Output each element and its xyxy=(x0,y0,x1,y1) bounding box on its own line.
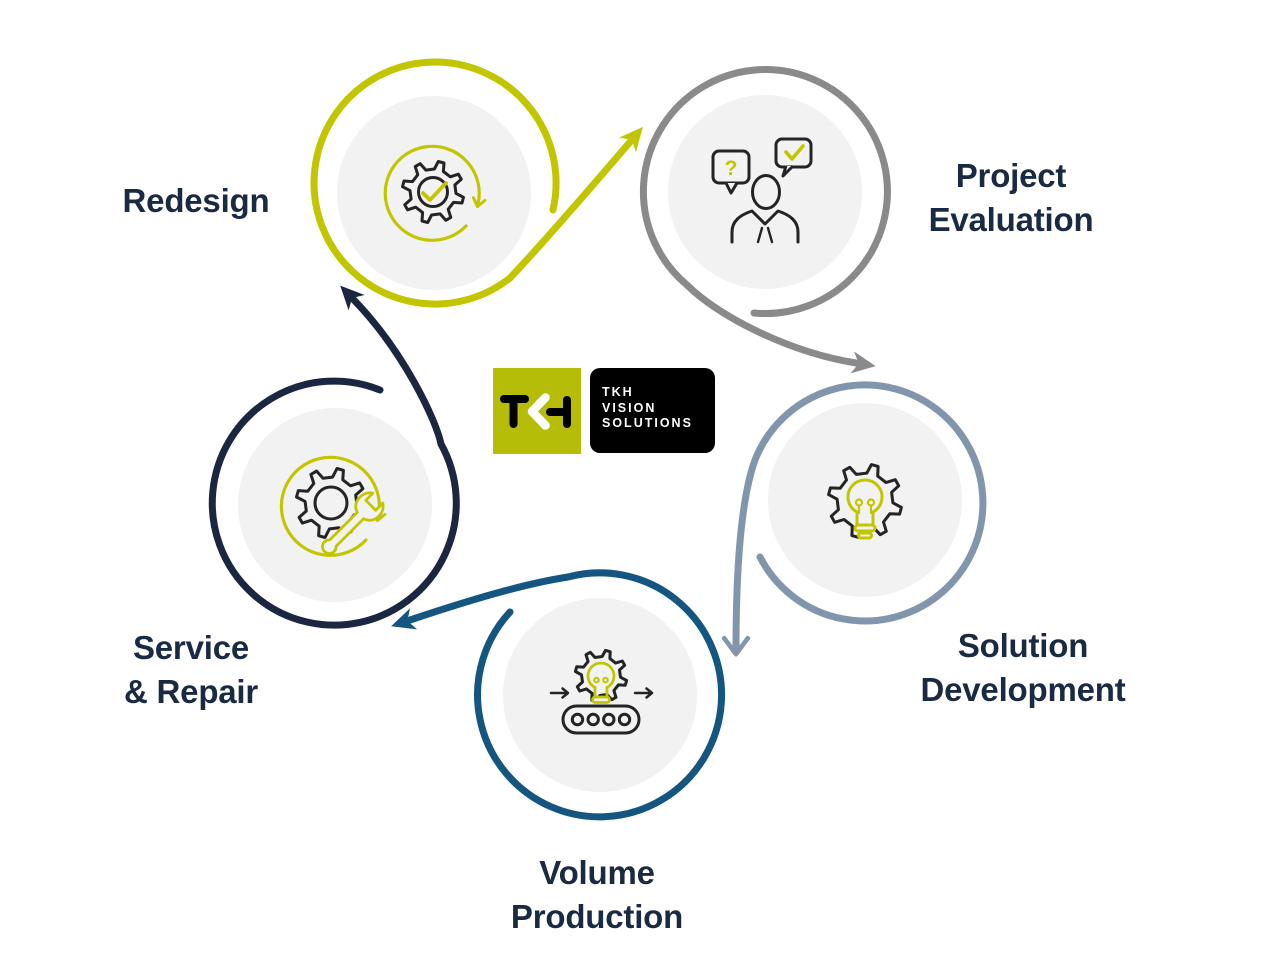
label-service-repair: Service & Repair xyxy=(123,629,259,710)
bulb-cap xyxy=(857,531,873,540)
person-shoulders xyxy=(730,209,800,244)
bulb-filament xyxy=(593,676,600,684)
check-bubble-icon xyxy=(774,137,813,169)
gear-check-refresh-icon xyxy=(383,144,487,242)
bulb-filament-legs xyxy=(857,504,873,515)
conveyor-roller xyxy=(602,712,616,727)
person-head xyxy=(751,174,781,210)
bulb-neck xyxy=(855,510,875,527)
bulb-base xyxy=(853,523,877,533)
stage-redesign xyxy=(310,58,643,308)
volume-production-loop-arrow xyxy=(391,569,726,821)
stage-solution-development xyxy=(721,381,987,657)
tkh-logo-mark xyxy=(493,368,581,454)
logo-line-1: TKH xyxy=(602,385,634,399)
refresh-ring xyxy=(383,144,487,242)
flow-in-arrow-icon xyxy=(549,687,570,699)
gear-wrench-refresh-icon xyxy=(279,455,387,557)
check-icon xyxy=(784,144,805,161)
redesign-loop-arrow xyxy=(310,58,643,308)
person-question-check-icon: ? xyxy=(711,137,813,244)
stage-project-evaluation: ? xyxy=(639,66,891,374)
stage-volume-production xyxy=(391,569,726,821)
bubble-tail xyxy=(724,182,739,195)
tkh-mark-glyphs xyxy=(500,393,571,430)
question-mark: ? xyxy=(725,157,738,180)
logo-line-3: SOLUTIONS xyxy=(602,416,693,430)
logo-line-2: VISION xyxy=(602,400,657,415)
bulb-neck xyxy=(593,686,609,699)
gear-lightbulb-icon xyxy=(827,463,903,540)
bulb-glass xyxy=(846,478,884,514)
stage-service-repair xyxy=(208,285,460,629)
refresh-ring xyxy=(279,455,387,557)
conveyor-roller xyxy=(586,712,600,727)
gear-hub xyxy=(417,176,449,208)
conveyor-roller xyxy=(570,712,585,727)
tkh-logo-wordmark: TKH VISION SOLUTIONS xyxy=(590,368,715,453)
label-solution-development: Solution Development xyxy=(920,627,1126,708)
project-evaluation-loop-arrow xyxy=(639,66,891,374)
wrench-icon xyxy=(321,491,385,555)
flow-out-arrow-icon xyxy=(633,687,654,699)
check-icon xyxy=(421,181,448,202)
bubble-tail xyxy=(781,164,795,178)
bulb-glass xyxy=(586,661,616,689)
label-project-evaluation: Project Evaluation xyxy=(928,157,1094,238)
bulb-base xyxy=(591,695,611,704)
gear-hub xyxy=(313,485,349,521)
label-volume-production: Volume Production xyxy=(510,854,684,935)
conveyor-roller xyxy=(617,712,632,727)
person-jacket-lines xyxy=(756,226,774,244)
solution-development-loop-arrow xyxy=(721,381,987,657)
conveyor-belt xyxy=(561,704,641,735)
logo-chevron xyxy=(527,393,550,430)
label-redesign: Redesign xyxy=(122,182,270,219)
bulb-filament xyxy=(602,676,609,684)
lightbulb-conveyor-icon xyxy=(549,648,654,735)
service-repair-loop-arrow xyxy=(208,285,460,629)
